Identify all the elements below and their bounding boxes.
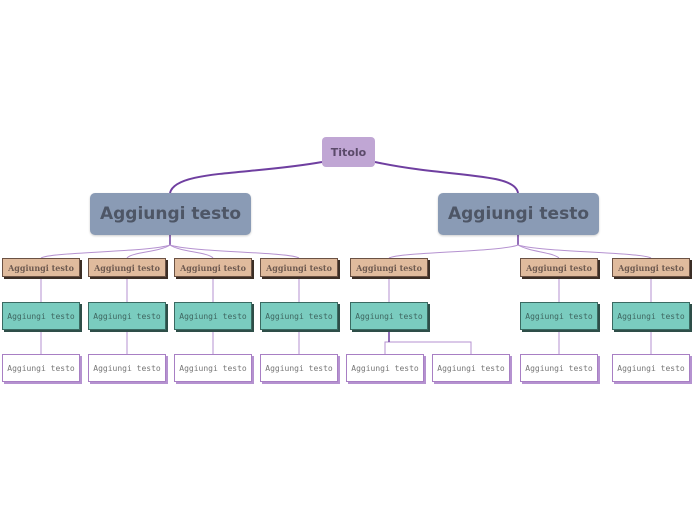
leaf-topic[interactable]: Aggiungi testo [612, 354, 690, 382]
subtopic[interactable]: Aggiungi testo [88, 258, 166, 277]
connector-title-left [169, 161, 323, 194]
leaf-topic[interactable]: Aggiungi testo [174, 354, 252, 382]
subtopic[interactable]: Aggiungi testo [2, 258, 80, 277]
subtopic[interactable]: Aggiungi testo [612, 258, 690, 277]
main-topic-right[interactable]: Aggiungi testo [438, 193, 599, 235]
detail-topic[interactable]: Aggiungi testo [174, 302, 252, 330]
detail-topic[interactable]: Aggiungi testo [612, 302, 690, 330]
leaf-topic[interactable]: Aggiungi testo [2, 354, 80, 382]
detail-topic[interactable]: Aggiungi testo [520, 302, 598, 330]
main-topic-left[interactable]: Aggiungi testo [90, 193, 251, 235]
central-topic[interactable]: Titolo [322, 137, 375, 167]
subtopic[interactable]: Aggiungi testo [174, 258, 252, 277]
detail-topic[interactable]: Aggiungi testo [2, 302, 80, 330]
subtopic[interactable]: Aggiungi testo [350, 258, 428, 277]
subtopic[interactable]: Aggiungi testo [520, 258, 598, 277]
leaf-topic[interactable]: Aggiungi testo [88, 354, 166, 382]
leaf-topic[interactable]: Aggiungi testo [260, 354, 338, 382]
leaf-topic[interactable]: Aggiungi testo [432, 354, 510, 382]
subtopic[interactable]: Aggiungi testo [260, 258, 338, 277]
leaf-topic[interactable]: Aggiungi testo [520, 354, 598, 382]
connector-title-right [374, 161, 519, 194]
detail-topic[interactable]: Aggiungi testo [260, 302, 338, 330]
detail-topic[interactable]: Aggiungi testo [350, 302, 428, 330]
leaf-topic[interactable]: Aggiungi testo [346, 354, 424, 382]
detail-topic[interactable]: Aggiungi testo [88, 302, 166, 330]
